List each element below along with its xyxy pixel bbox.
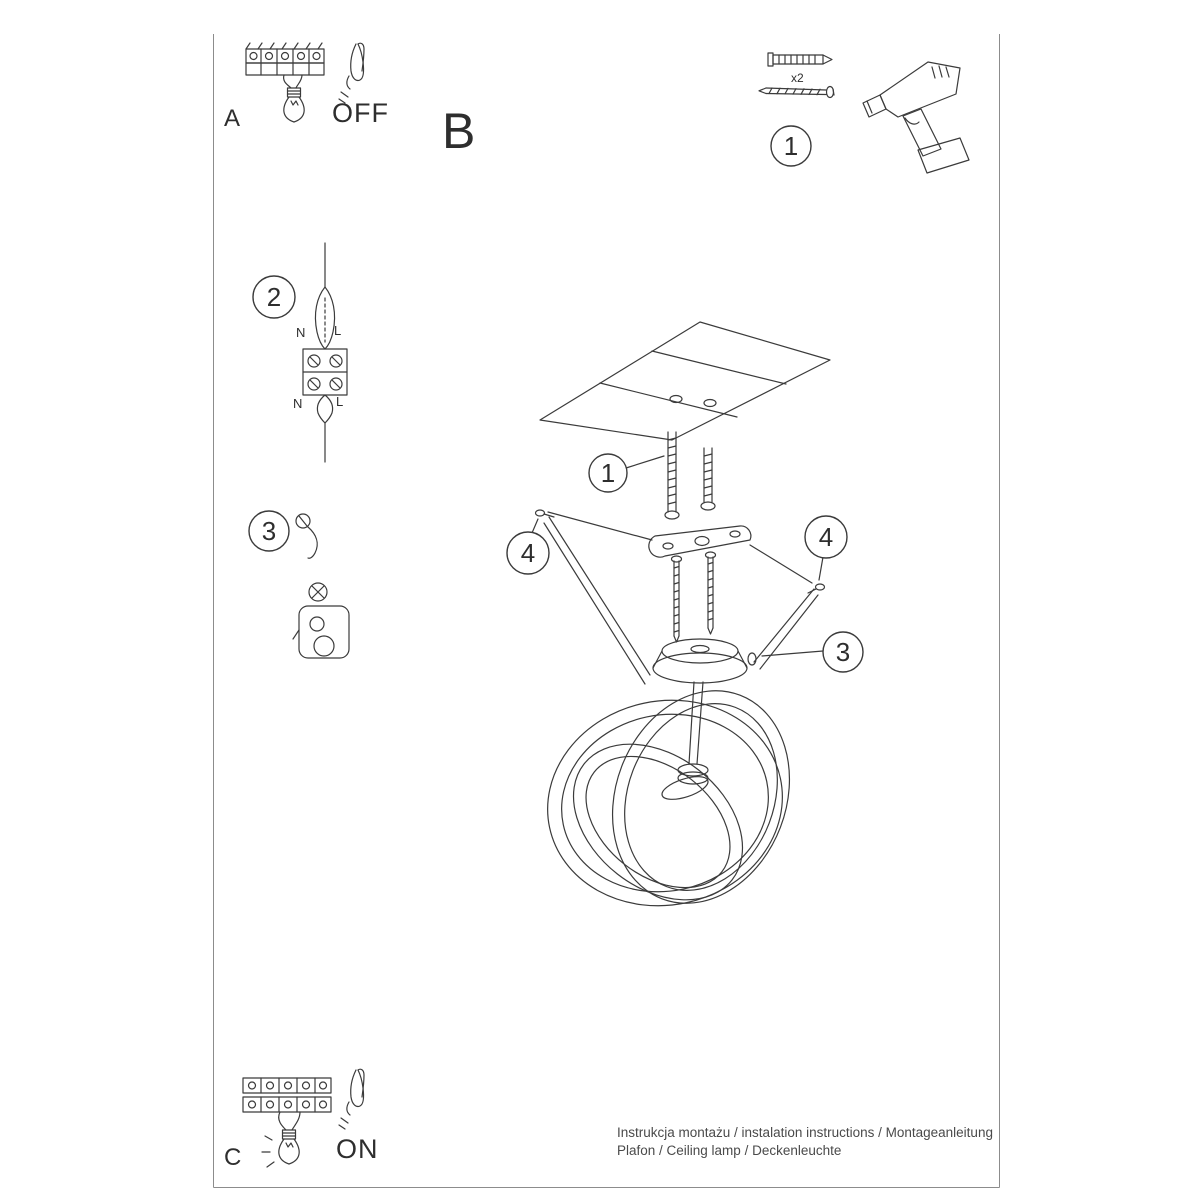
step-2-callout: 2 — [252, 275, 296, 319]
wire-neutral-label-top: N — [296, 325, 305, 340]
step-1-callout: 1 — [770, 125, 812, 167]
step-1-number-exploded: 1 — [601, 458, 615, 488]
canopy — [652, 638, 757, 684]
step-1-callout-exploded: 1 — [588, 453, 628, 493]
hand-press-icon-c — [338, 1068, 365, 1130]
section-c-label: C — [224, 1144, 241, 1171]
screw-icon — [758, 85, 835, 99]
mounting-bracket — [648, 525, 752, 558]
step-3-number-right: 3 — [836, 637, 850, 667]
step-4-callout-left: 4 — [506, 531, 550, 575]
drill-icon — [862, 61, 970, 174]
step-1-number: 1 — [784, 131, 798, 161]
footer-line-1: Instrukcja montażu / instalation instruc… — [617, 1125, 993, 1140]
step-4-callout-right: 4 — [804, 515, 848, 559]
cable-clamp-icon — [292, 513, 350, 659]
step-3-callout-left: 3 — [248, 510, 290, 552]
plug-quantity-label: x2 — [791, 71, 804, 85]
wire-live-label-top: L — [334, 323, 341, 338]
hand-press-icon-a — [338, 42, 365, 104]
lamp-shade-rings — [547, 681, 791, 907]
side-screw-left — [534, 509, 555, 518]
wire-live-label-bottom: L — [336, 394, 343, 409]
step-3-callout-right: 3 — [822, 631, 864, 673]
terminal-block-on-icon — [242, 1077, 332, 1131]
page-border — [213, 34, 1000, 1188]
section-b-label: B — [442, 103, 475, 159]
step-3-number-left: 3 — [262, 516, 276, 546]
power-on-label: ON — [336, 1134, 379, 1164]
footer-line-2: Plafon / Ceiling lamp / Deckenleuchte — [617, 1143, 841, 1158]
terminal-block-off-icon — [245, 42, 325, 89]
bulb-off-icon — [283, 87, 305, 123]
power-off-label: OFF — [332, 98, 389, 128]
canopy-screws — [670, 551, 717, 643]
step-2-number: 2 — [267, 282, 281, 312]
step-4-number-left: 4 — [521, 538, 535, 568]
side-screw-right — [807, 583, 826, 594]
wall-plug-icon — [767, 52, 833, 67]
wire-neutral-label-bottom: N — [293, 396, 302, 411]
bulb-on-icon — [261, 1129, 300, 1168]
ceiling-plate — [539, 321, 831, 441]
wiring-connector-diagram — [302, 242, 348, 463]
step-4-number-right: 4 — [819, 522, 833, 552]
leader-lines — [531, 455, 824, 685]
section-a-label: A — [224, 105, 240, 132]
mounting-screws — [664, 431, 716, 520]
